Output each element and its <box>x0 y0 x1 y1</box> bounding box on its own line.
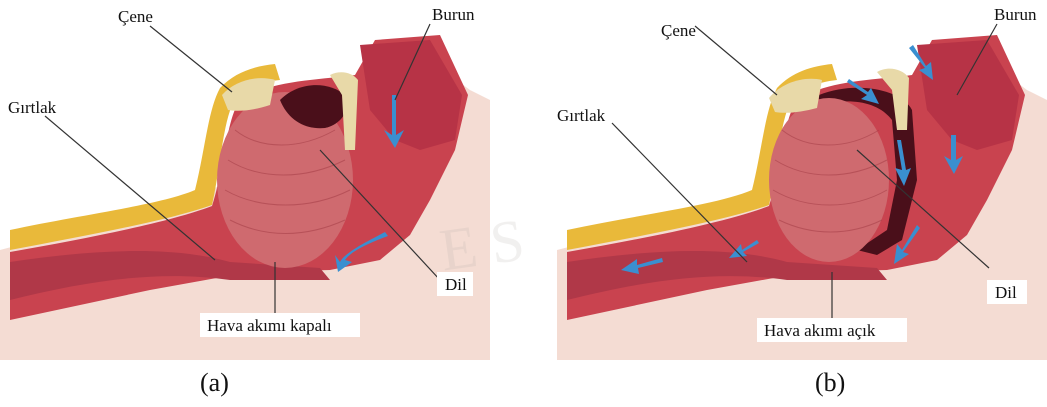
anatomy-illustration-closed: Çene Burun Gırtlak Dil Hava akımı kapalı <box>0 0 490 360</box>
anatomy-illustration-open: Çene Burun Gırtlak Dil Hava akımı açık <box>557 0 1047 360</box>
caption-panel-b: (b) <box>815 368 845 398</box>
label-larynx: Gırtlak <box>557 106 606 125</box>
panel-airway-closed: Çene Burun Gırtlak Dil Hava akımı kapalı <box>0 0 490 360</box>
label-jaw: Çene <box>661 21 696 40</box>
tongue <box>769 98 889 262</box>
label-tongue: Dil <box>995 283 1017 302</box>
label-airflow: Hava akımı kapalı <box>207 316 332 335</box>
watermark: ES <box>436 204 543 286</box>
label-jaw: Çene <box>118 7 153 26</box>
jaw-bone <box>769 79 822 113</box>
label-nose: Burun <box>432 5 475 24</box>
label-nose: Burun <box>994 5 1037 24</box>
label-airflow: Hava akımı açık <box>764 321 876 340</box>
caption-panel-a: (a) <box>200 368 229 398</box>
label-larynx: Gırtlak <box>8 98 57 117</box>
panel-airway-open: Çene Burun Gırtlak Dil Hava akımı açık <box>557 0 1047 360</box>
